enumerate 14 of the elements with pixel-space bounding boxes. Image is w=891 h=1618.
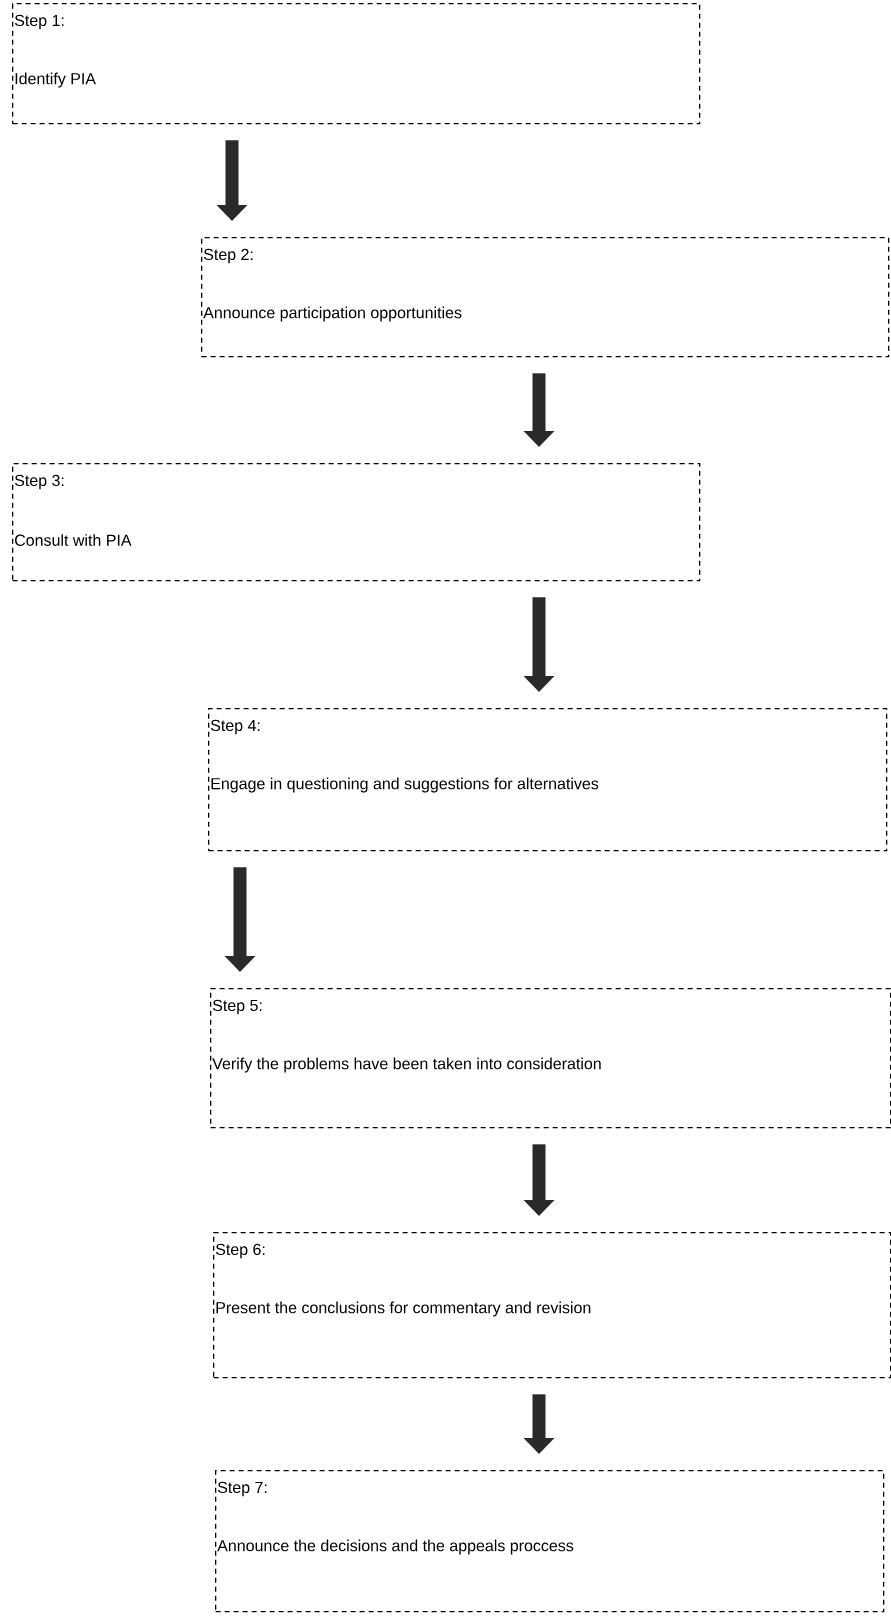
step-text: Identify PIA bbox=[15, 72, 96, 88]
step-text: Verify the problems have been taken into consideration bbox=[212, 1057, 601, 1073]
step-text: Engage in questioning and suggestions for alternatives bbox=[211, 777, 599, 793]
step-text: Step 5: bbox=[212, 999, 262, 1015]
step-text: Step 7: bbox=[217, 1481, 267, 1497]
step-text: Announce participation opportunities bbox=[203, 306, 462, 322]
step-text: Step 3: bbox=[14, 474, 64, 490]
step-text: Present the conclusions for commentary and revision bbox=[216, 1301, 591, 1317]
step-text: Step 6: bbox=[215, 1243, 265, 1259]
step-text: Step 4: bbox=[210, 719, 260, 735]
step-text: Step 1: bbox=[14, 14, 64, 30]
step-text: Step 2: bbox=[203, 248, 253, 264]
step-text: Announce the decisions and the appeals proccess bbox=[217, 1539, 574, 1555]
step-text: Consult with PIA bbox=[15, 534, 132, 546]
